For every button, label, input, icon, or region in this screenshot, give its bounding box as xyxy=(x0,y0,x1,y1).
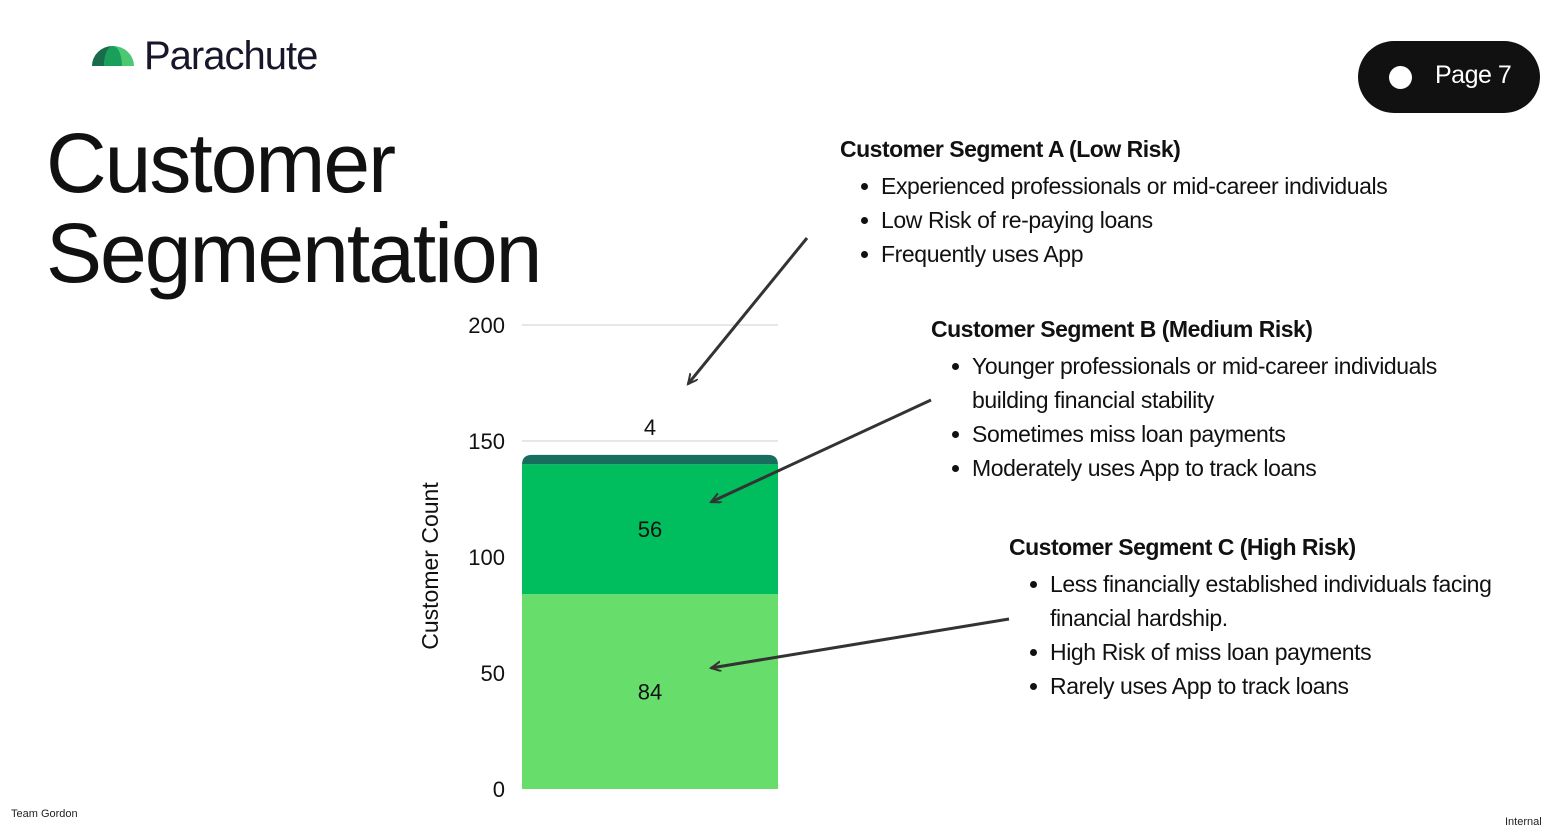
page-dot-icon xyxy=(1389,66,1412,89)
bullet-item: Experienced professionals or mid-career … xyxy=(840,169,1460,203)
bullet-item: Rarely uses App to track loans xyxy=(1009,669,1529,703)
data-label: 84 xyxy=(638,680,662,705)
segment-a-heading: Customer Segment A (Low Risk) xyxy=(840,136,1181,162)
bullet-item: Less financially established individuals… xyxy=(1009,567,1529,635)
y-tick-label: 150 xyxy=(468,429,505,454)
page-label: Page 7 xyxy=(1435,61,1512,89)
y-tick-label: 50 xyxy=(481,661,505,686)
segment-a-block: Customer Segment A (Low Risk) Experience… xyxy=(840,136,1460,271)
y-axis-label: Customer Count xyxy=(417,482,443,650)
bullet-item: Frequently uses App xyxy=(840,237,1460,271)
title-line-2: Segmentation xyxy=(46,206,542,300)
footer-team: Team Gordon xyxy=(11,808,78,820)
y-tick-label: 0 xyxy=(493,777,505,802)
data-label: 56 xyxy=(638,517,662,542)
segment-b-arrow xyxy=(711,398,932,504)
parachute-canopy-icon xyxy=(92,46,134,66)
segment-c-block: Customer Segment C (High Risk) Less fina… xyxy=(1009,534,1529,703)
y-tick-label: 200 xyxy=(468,313,505,338)
segment-b-bullets: Younger professionals or mid-career indi… xyxy=(931,349,1491,485)
brand-name: Parachute xyxy=(144,33,318,78)
footer-classification: Internal xyxy=(1505,816,1542,828)
segment-a-bullets: Experienced professionals or mid-career … xyxy=(840,169,1460,271)
segment-b-heading: Customer Segment B (Medium Risk) xyxy=(931,316,1313,342)
bar-segment xyxy=(522,454,778,465)
brand-logo: Parachute xyxy=(90,32,318,80)
bullet-item: Sometimes miss loan payments xyxy=(931,417,1491,451)
page-indicator: Page 7 xyxy=(1358,41,1540,113)
data-label: 4 xyxy=(644,415,656,440)
segment-c-bullets: Less financially established individuals… xyxy=(1009,567,1529,703)
bullet-item: Younger professionals or mid-career indi… xyxy=(931,349,1491,417)
segment-c-arrow xyxy=(711,617,1010,668)
segment-a-arrow xyxy=(688,237,809,384)
title-line-1: Customer xyxy=(46,116,396,210)
segment-c-heading: Customer Segment C (High Risk) xyxy=(1009,534,1356,560)
bar-segment xyxy=(522,594,778,789)
bullet-item: Low Risk of re-paying loans xyxy=(840,203,1460,237)
y-tick-label: 100 xyxy=(468,545,505,570)
slide-title: Customer Segmentation xyxy=(46,116,542,300)
segment-b-block: Customer Segment B (Medium Risk) Younger… xyxy=(931,316,1491,485)
bar-segment xyxy=(522,464,778,595)
bullet-item: Moderately uses App to track loans xyxy=(931,451,1491,485)
bullet-item: High Risk of miss loan payments xyxy=(1009,635,1529,669)
